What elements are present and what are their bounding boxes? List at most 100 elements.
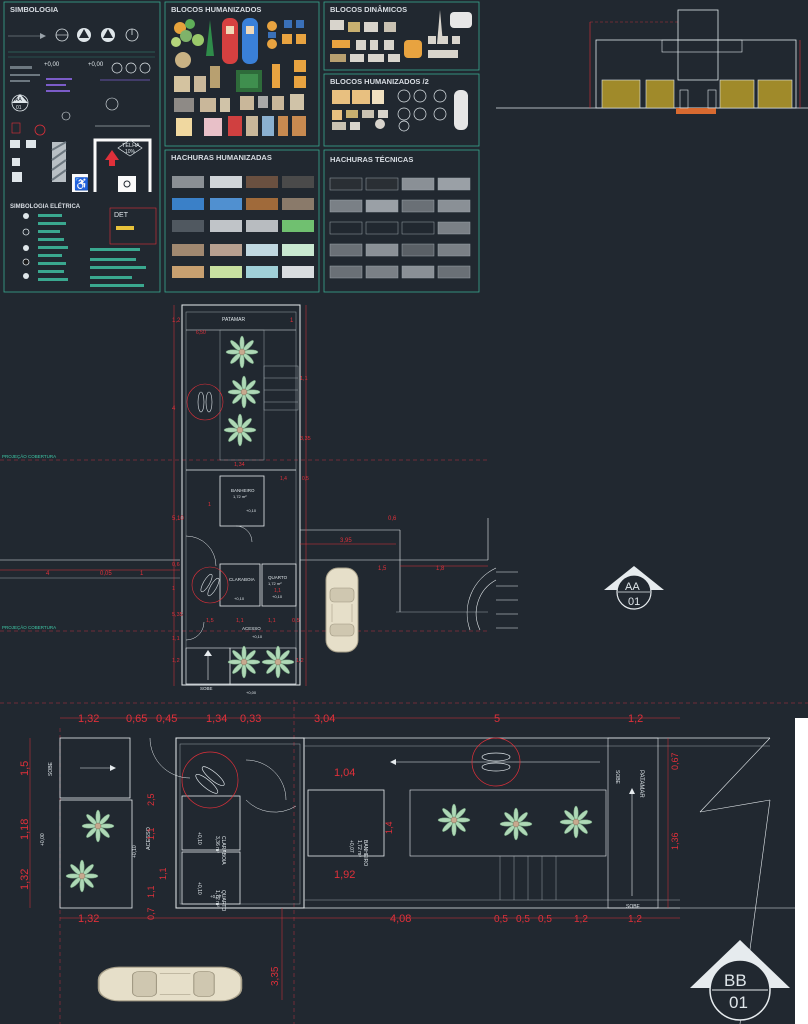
panel-simbologia (3, 1, 161, 293)
panel-blocos-humanizados (164, 1, 320, 147)
panel-blocos-dinamicos (323, 1, 480, 71)
level-mark-2: +0,10 (234, 596, 245, 601)
dim-t-17: 1,1 (172, 636, 180, 642)
dim-t-14: 1,5 (378, 566, 387, 572)
simbologia-title: SIMBOLOGIA (10, 5, 59, 14)
simbologia-symbols: +0,00 +0,00 AA 01 (8, 28, 157, 287)
section-bb-sheet: 01 (729, 993, 748, 1012)
symbology-panels: SIMBOLOGIA BLOCOS HUMANIZADOS BLOCOS DIN… (3, 1, 480, 293)
plan-top-quarto-area: 1,72 m² (268, 581, 282, 586)
floor-plan-upper: PROJEÇÃO COBERTURA PROJEÇÃO COBERTURA (0, 304, 518, 695)
projection-label-2: PROJEÇÃO COBERTURA (2, 624, 56, 630)
plan-top-patamar: PATAMAR (222, 317, 245, 323)
blocos-dinamicos-grid (330, 10, 472, 62)
plan-bottom-sobe-bottom: SOBE (626, 904, 641, 910)
plan-bottom-patamar: PATAMAR (638, 770, 644, 798)
plan-bottom-acesso: ACESSO (146, 826, 152, 850)
level-mark-4: +0,10 (252, 634, 263, 639)
blocos-humanizados-grid (171, 18, 306, 136)
level-value-2: +0,00 (88, 62, 104, 68)
telha-label: TELHA (122, 143, 140, 149)
dim-t-9: 1 (140, 571, 144, 577)
dim-b-top-0: 1,32 (78, 713, 99, 725)
dim-b-bottom-2: 0,5 (494, 914, 508, 925)
dim-t-4: 1,34 (234, 462, 245, 468)
hachuras-tecnicas-title: HACHURAS TÉCNICAS (330, 155, 413, 164)
det-label: DET (114, 212, 129, 219)
plan-bottom-quarto: QUARTO (220, 890, 226, 911)
dim-b-bottom-1: 4,08 (390, 913, 411, 925)
level-mark-5: +0,00 (246, 690, 257, 695)
dim-t-11: 0,6 (388, 516, 397, 522)
dim-b-top-3: 1,34 (206, 713, 227, 725)
section-aa-sheet: 01 (628, 596, 640, 608)
elevation-drawing (496, 9, 808, 114)
dim-b-top-2: 0,45 (156, 713, 177, 725)
dim-t-7: 0,6 (172, 562, 180, 568)
dim-b-inner-4: 2,5 (146, 793, 156, 806)
level-value-1: +0,00 (44, 62, 60, 68)
section-mark-bb: BB 01 (690, 940, 790, 1021)
blocos-dinamicos-title: BLOCOS DINÂMICOS (330, 5, 407, 14)
plan-bottom-level-e: +0,07 (348, 840, 354, 853)
dim-b-inner-2: 1,4 (384, 821, 394, 834)
dim-b-inner-5: 1,1 (146, 827, 156, 840)
dim-t-21: 1,5 (206, 618, 214, 624)
aa-small-sheet: 01 (16, 105, 22, 111)
plan-top-quarto: QUARTO (268, 575, 288, 580)
dim-b-left-0: 1,5 (19, 761, 31, 776)
hachuras-humanizadas-swatches (172, 176, 314, 278)
dim-t-3: 4 (172, 406, 176, 412)
level-mark-3: +0,10 (272, 594, 283, 599)
dim-b-inner-11: 3,35 (270, 966, 281, 986)
dim-t-24: 0,5 (302, 476, 309, 482)
dim-b-inner-1: 1,92 (334, 869, 355, 881)
plan-bottom-level-f: +0,07 (210, 894, 222, 899)
dim-b-inner-6: 1,1 (146, 885, 156, 898)
plan-bottom-sobe-left: SOBE (48, 761, 54, 776)
dim-t-28: 1,1 (300, 376, 308, 382)
blocos-humanizados-2-grid (332, 89, 468, 132)
plan-top-banheiro: BANHEIRO (231, 488, 255, 493)
plan-bottom-level-b: +0,10 (132, 845, 138, 858)
plan-bottom-banheiro: BANHEIRO (362, 840, 368, 866)
panel-hachuras-tecnicas (323, 149, 480, 293)
dim-b-top-5: 3,04 (314, 713, 335, 725)
dim-b-left-2: 1,32 (19, 869, 31, 890)
hachuras-tecnicas-swatches (329, 177, 471, 279)
dim-b-top-4: 0,33 (240, 713, 261, 725)
projection-label-1: PROJEÇÃO COBERTURA (2, 453, 56, 459)
dim-b-top-1: 0,65 (126, 713, 147, 725)
dim-t-1: 1 (290, 318, 294, 324)
plan-top-claraboia: CLARABOIA (229, 577, 255, 582)
plan-bottom-dimension-lines (29, 717, 680, 1000)
dim-t-20: 1,1 (236, 618, 244, 624)
section-bb-code: BB (724, 971, 747, 990)
plan-bottom-level-d: +0,10 (196, 882, 202, 895)
dim-b-inner-0: 1,04 (334, 767, 355, 779)
plan-top-dimensions (0, 305, 488, 686)
blocos-humanizados-title: BLOCOS HUMANIZADOS (171, 5, 261, 14)
dim-b-inner-3: 1,1 (158, 867, 168, 880)
plan-bottom-claraboia: CLARABOIA (220, 836, 226, 865)
dim-t-12: 3,95 (340, 538, 352, 544)
dim-b-bottom-5: 1,2 (574, 914, 588, 925)
blocos-humanizados-2-title: BLOCOS HUMANIZADOS /2 (330, 77, 429, 86)
dim-t-25: 1,2 (172, 658, 180, 664)
dim-t-22: 1,1 (274, 588, 281, 594)
hachuras-humanizadas-title: HACHURAS HUMANIZADAS (171, 153, 272, 162)
dim-t-27: 3,35 (300, 436, 311, 442)
dim-b-inner-7: 0,7 (146, 907, 156, 920)
section-mark-aa: AA 01 (604, 566, 664, 610)
dim-b-inner-12: 0,67 (670, 752, 680, 770)
aa-small-code: AA (15, 97, 22, 103)
plan-top-banheiro-area: 1,72 m² (233, 494, 247, 499)
plan-bottom-level-c: +0,10 (196, 832, 202, 845)
plan-bottom-claraboia-area: 3,36 m² (214, 836, 220, 853)
panel-hachuras-humanizadas (164, 149, 320, 293)
dim-t-8: 0,05 (100, 571, 112, 577)
panel-blocos-humanizados-2 (323, 73, 480, 147)
dim-t-13: 1,8 (436, 566, 445, 572)
dim-b-bottom-3: 0,5 (516, 914, 530, 925)
